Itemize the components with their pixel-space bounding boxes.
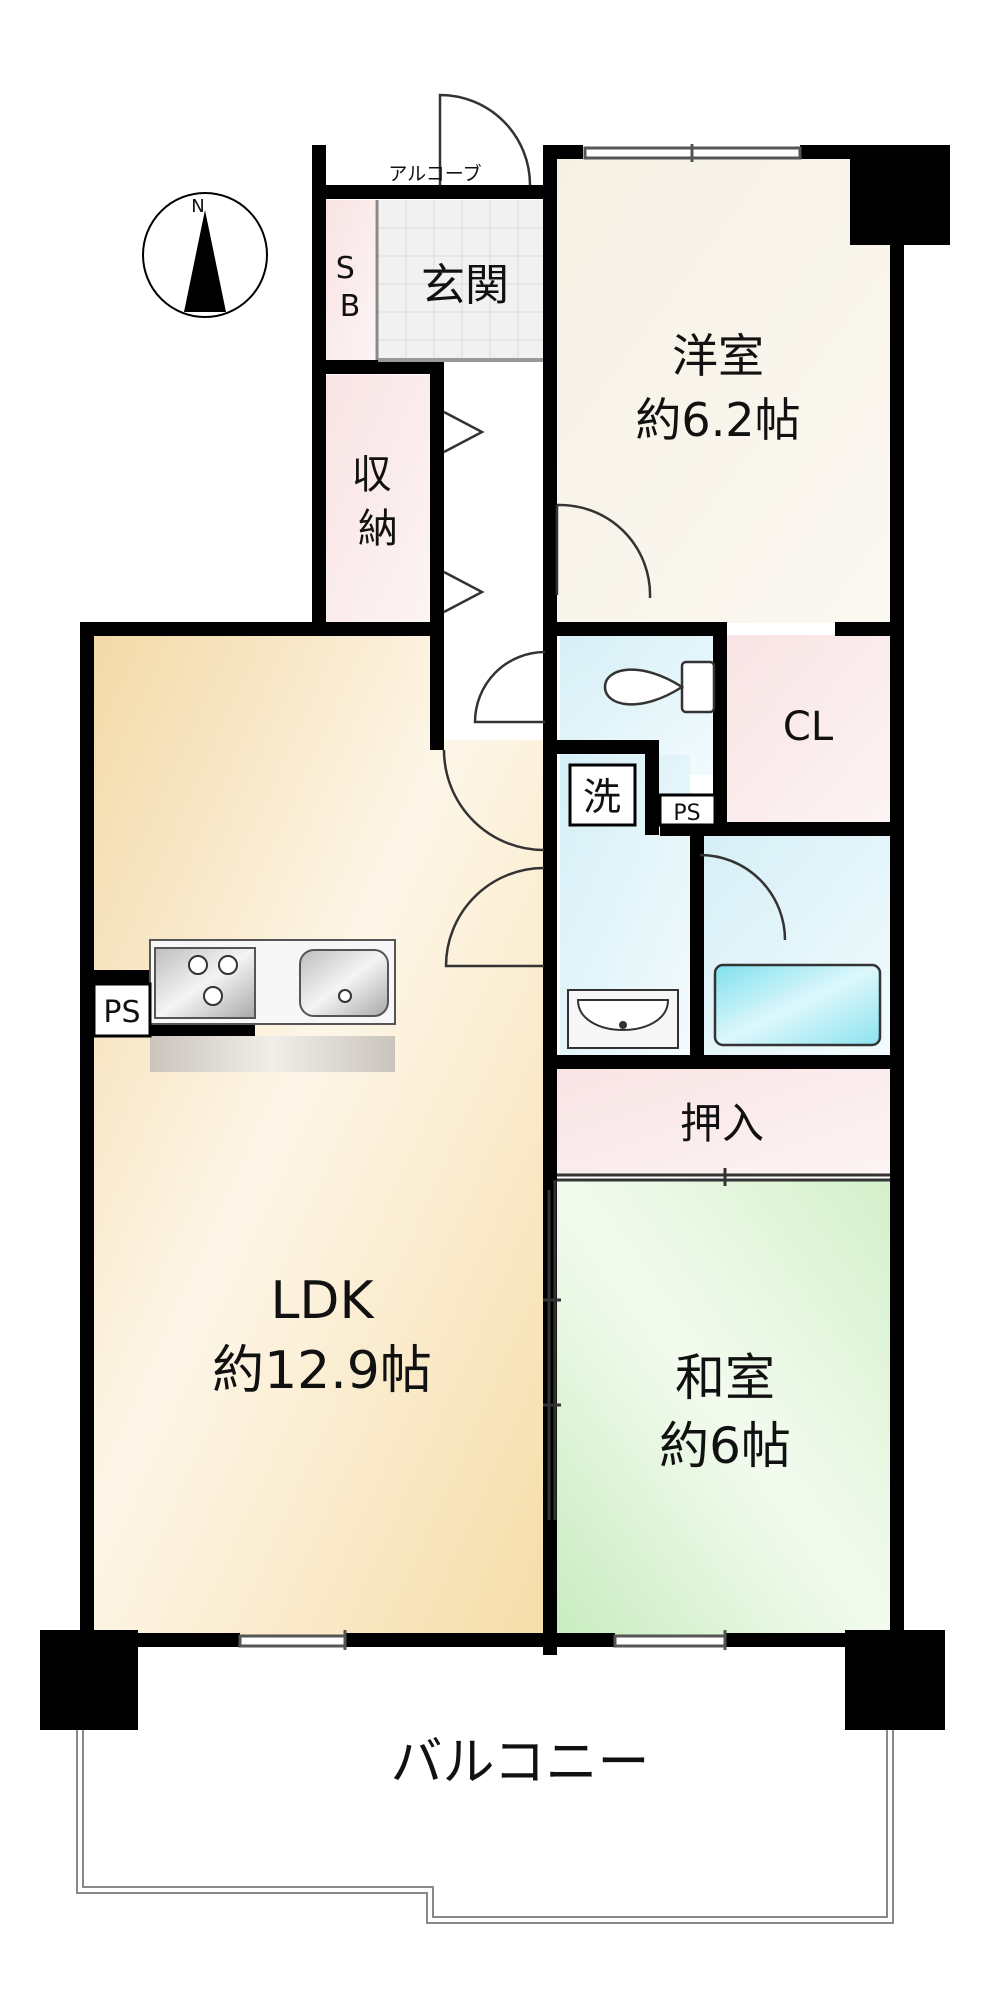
- ps-box-toilet: [658, 793, 717, 827]
- push-in-closet-floor: [555, 1065, 890, 1175]
- japanese-room-size: 約6帖: [659, 1417, 791, 1475]
- windows: [238, 144, 802, 1650]
- stove-burner-icon: [218, 955, 238, 975]
- storage-floor: [325, 375, 430, 623]
- stove-burner-icon: [203, 986, 223, 1006]
- hallway-floor: [442, 375, 545, 740]
- balcony-label: バルコニー: [391, 1733, 650, 1793]
- western-room-floor: [545, 158, 890, 623]
- laundry-box: [568, 763, 637, 827]
- entrance-label: 玄関: [421, 260, 509, 311]
- ldk-name: LDK: [270, 1271, 375, 1331]
- push-in-closet-door: [557, 1168, 890, 1186]
- closet-label: CL: [783, 704, 834, 750]
- western-room-size: 約6.2帖: [635, 393, 800, 447]
- ldk-floor: [92, 635, 545, 1635]
- western-room-name: 洋室: [672, 329, 764, 383]
- pipe-space-label-toilet: PS: [673, 801, 700, 826]
- alcove-label: アルコーブ: [388, 162, 481, 185]
- stove-burner-icon: [188, 955, 208, 975]
- pipe-space-label-left: PS: [103, 995, 140, 1030]
- compass-north-label: N: [191, 196, 204, 217]
- entrance-step: [378, 358, 543, 362]
- kitchen-counter: [149, 939, 396, 1072]
- balcony-area: [76, 1660, 894, 1924]
- shoebox-label: S B: [336, 251, 365, 324]
- walls: [40, 145, 950, 1730]
- push-in-closet-label: 押入: [680, 1099, 764, 1148]
- entrance-tiles: [378, 200, 543, 360]
- ps-box-left: [92, 982, 152, 1038]
- wash-basin-icon: [567, 989, 679, 1049]
- japanese-room-floor: [555, 1180, 890, 1635]
- closet-floor: [725, 635, 890, 825]
- compass-icon: [142, 192, 268, 318]
- ldk-size: 約12.9帖: [212, 1341, 432, 1401]
- storage-label: 収 納: [352, 452, 405, 552]
- japanese-room-name: 和室: [675, 1349, 775, 1407]
- shoebox-floor: [325, 200, 375, 360]
- sliding-door: [543, 1180, 561, 1520]
- toilet-icon: [603, 660, 716, 714]
- laundry-label: 洗: [583, 775, 621, 819]
- bathtub-icon: [713, 963, 882, 1047]
- kitchen-sink-icon: [299, 949, 389, 1017]
- doors: [438, 93, 787, 968]
